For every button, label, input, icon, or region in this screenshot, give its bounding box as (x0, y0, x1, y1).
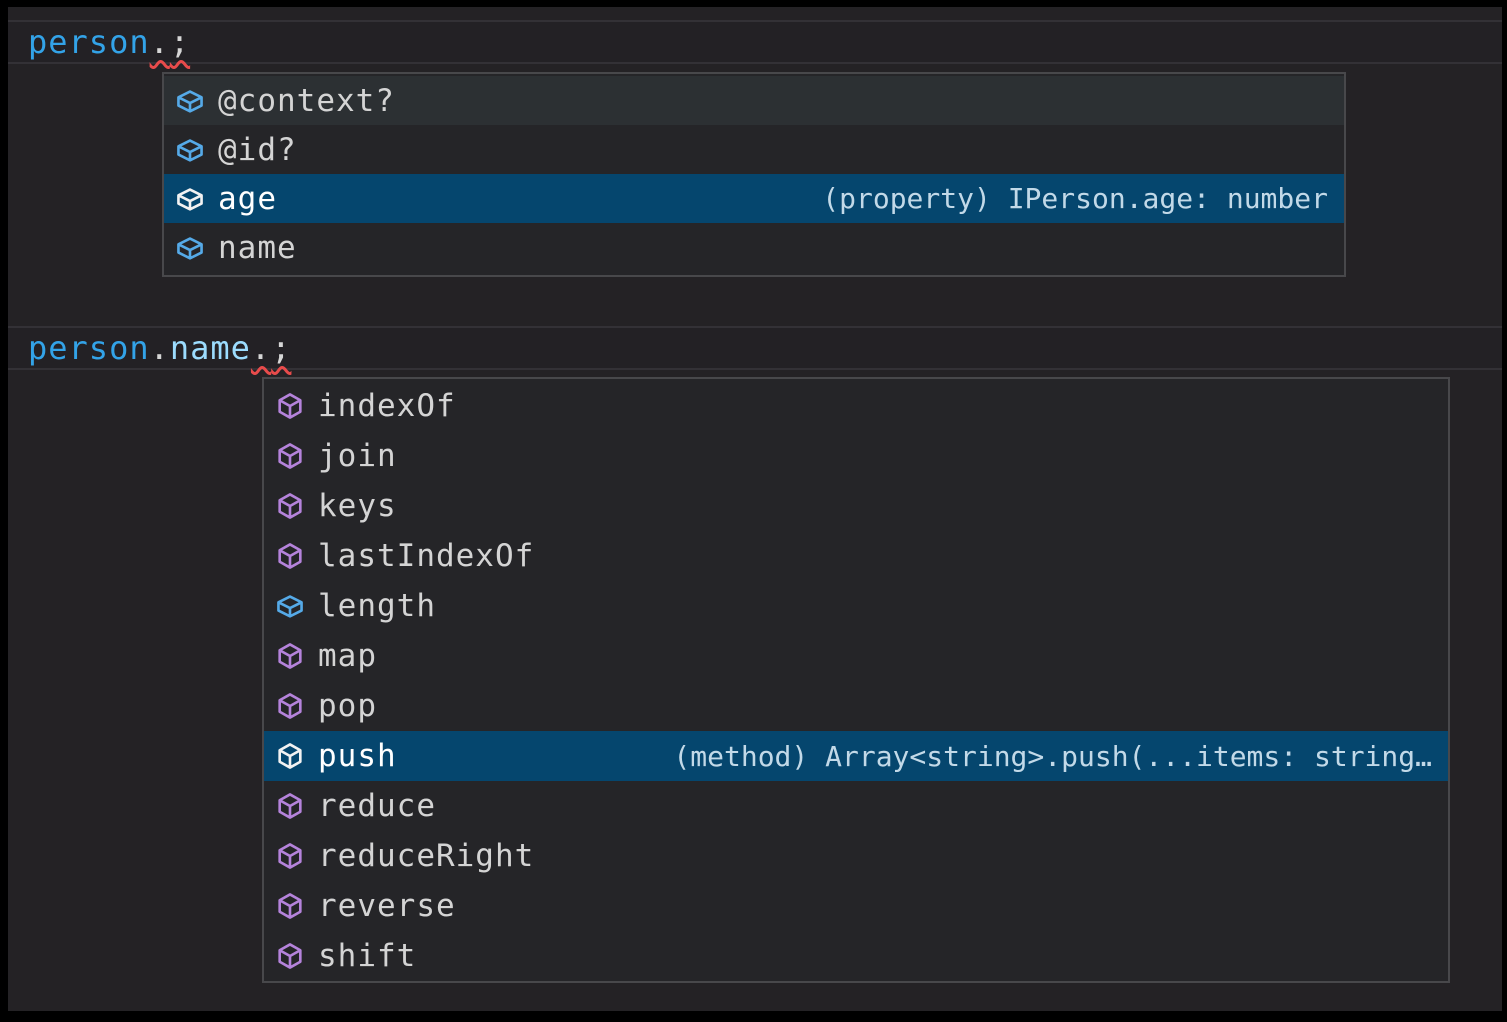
symbol-field-icon (176, 234, 204, 262)
suggestion-item-keys[interactable]: keys (264, 481, 1448, 531)
suggestion-item-length[interactable]: length (264, 581, 1448, 631)
suggestion-label: join (318, 438, 397, 474)
suggestion-label: keys (318, 488, 397, 524)
symbol-method-icon (276, 842, 304, 870)
symbol-method-icon (276, 492, 304, 520)
code-text: person.; (8, 22, 190, 62)
suggestion-item-context[interactable]: @context? (164, 76, 1344, 125)
suggestion-item-age-selected[interactable]: age (property) IPerson.age: number (164, 174, 1344, 223)
suggestion-item-reduceright[interactable]: reduceRight (264, 831, 1448, 881)
suggestion-item-shift[interactable]: shift (264, 931, 1448, 981)
suggestion-item-join[interactable]: join (264, 431, 1448, 481)
suggestion-item-indexof[interactable]: indexOf (264, 381, 1448, 431)
symbol-field-icon (176, 87, 204, 115)
suggestion-detail: (method) Array<string>.push(...items: st… (673, 739, 1432, 773)
code-line-2[interactable]: person.name.; (8, 326, 1502, 370)
suggestion-label: pop (318, 688, 377, 724)
suggestion-label: length (318, 588, 436, 624)
suggestion-item-reduce[interactable]: reduce (264, 781, 1448, 831)
suggestion-item-id[interactable]: @id? (164, 125, 1344, 174)
symbol-method-icon (276, 542, 304, 570)
code-token-variable: person (28, 329, 150, 367)
code-token-error-dot: . (149, 23, 170, 61)
suggestion-item-reverse[interactable]: reverse (264, 881, 1448, 931)
suggestion-item-name[interactable]: name (164, 223, 1344, 272)
suggestion-label: age (218, 180, 277, 217)
suggestion-label: name (218, 229, 297, 266)
suggestion-label: shift (318, 938, 417, 974)
symbol-method-icon (276, 442, 304, 470)
suggestion-label: lastIndexOf (318, 538, 535, 574)
code-token-error-semicolon: ; (169, 23, 191, 61)
code-token-error-semicolon: ; (271, 329, 292, 367)
code-line-1[interactable]: person.; (8, 20, 1502, 64)
suggestion-item-lastindexof[interactable]: lastIndexOf (264, 531, 1448, 581)
symbol-method-icon (276, 892, 304, 920)
symbol-field-icon (176, 185, 204, 213)
suggestion-label: reverse (318, 888, 456, 924)
symbol-method-icon (276, 392, 304, 420)
suggestion-detail: (property) IPerson.age: number (822, 182, 1328, 215)
code-token-variable: person (28, 23, 150, 61)
symbol-field-icon (276, 592, 304, 620)
suggestion-item-map[interactable]: map (264, 631, 1448, 681)
symbol-method-icon (276, 742, 304, 770)
suggestion-label: map (318, 638, 377, 674)
code-token-dot: . (149, 329, 170, 367)
symbol-method-icon (276, 792, 304, 820)
suggestion-item-pop[interactable]: pop (264, 681, 1448, 731)
suggestion-label: @context? (218, 82, 395, 119)
suggestion-label: @id? (218, 131, 297, 168)
symbol-method-icon (276, 692, 304, 720)
code-text: person.name.; (8, 328, 291, 368)
code-token-property: name (169, 329, 251, 367)
suggestion-label: reduceRight (318, 838, 535, 874)
suggestion-label: reduce (318, 788, 436, 824)
suggestion-label: indexOf (318, 388, 456, 424)
symbol-method-icon (276, 642, 304, 670)
symbol-field-icon (176, 136, 204, 164)
suggestion-item-push-selected[interactable]: push (method) Array<string>.push(...item… (264, 731, 1448, 781)
symbol-method-icon (276, 942, 304, 970)
suggest-widget-person: @context? @id? age (property) IPerson.ag… (162, 72, 1346, 277)
suggestion-label: push (318, 738, 397, 774)
suggest-widget-name: indexOf join keys lastIndexOf length map… (262, 377, 1450, 983)
code-token-error-dot: . (250, 329, 272, 367)
